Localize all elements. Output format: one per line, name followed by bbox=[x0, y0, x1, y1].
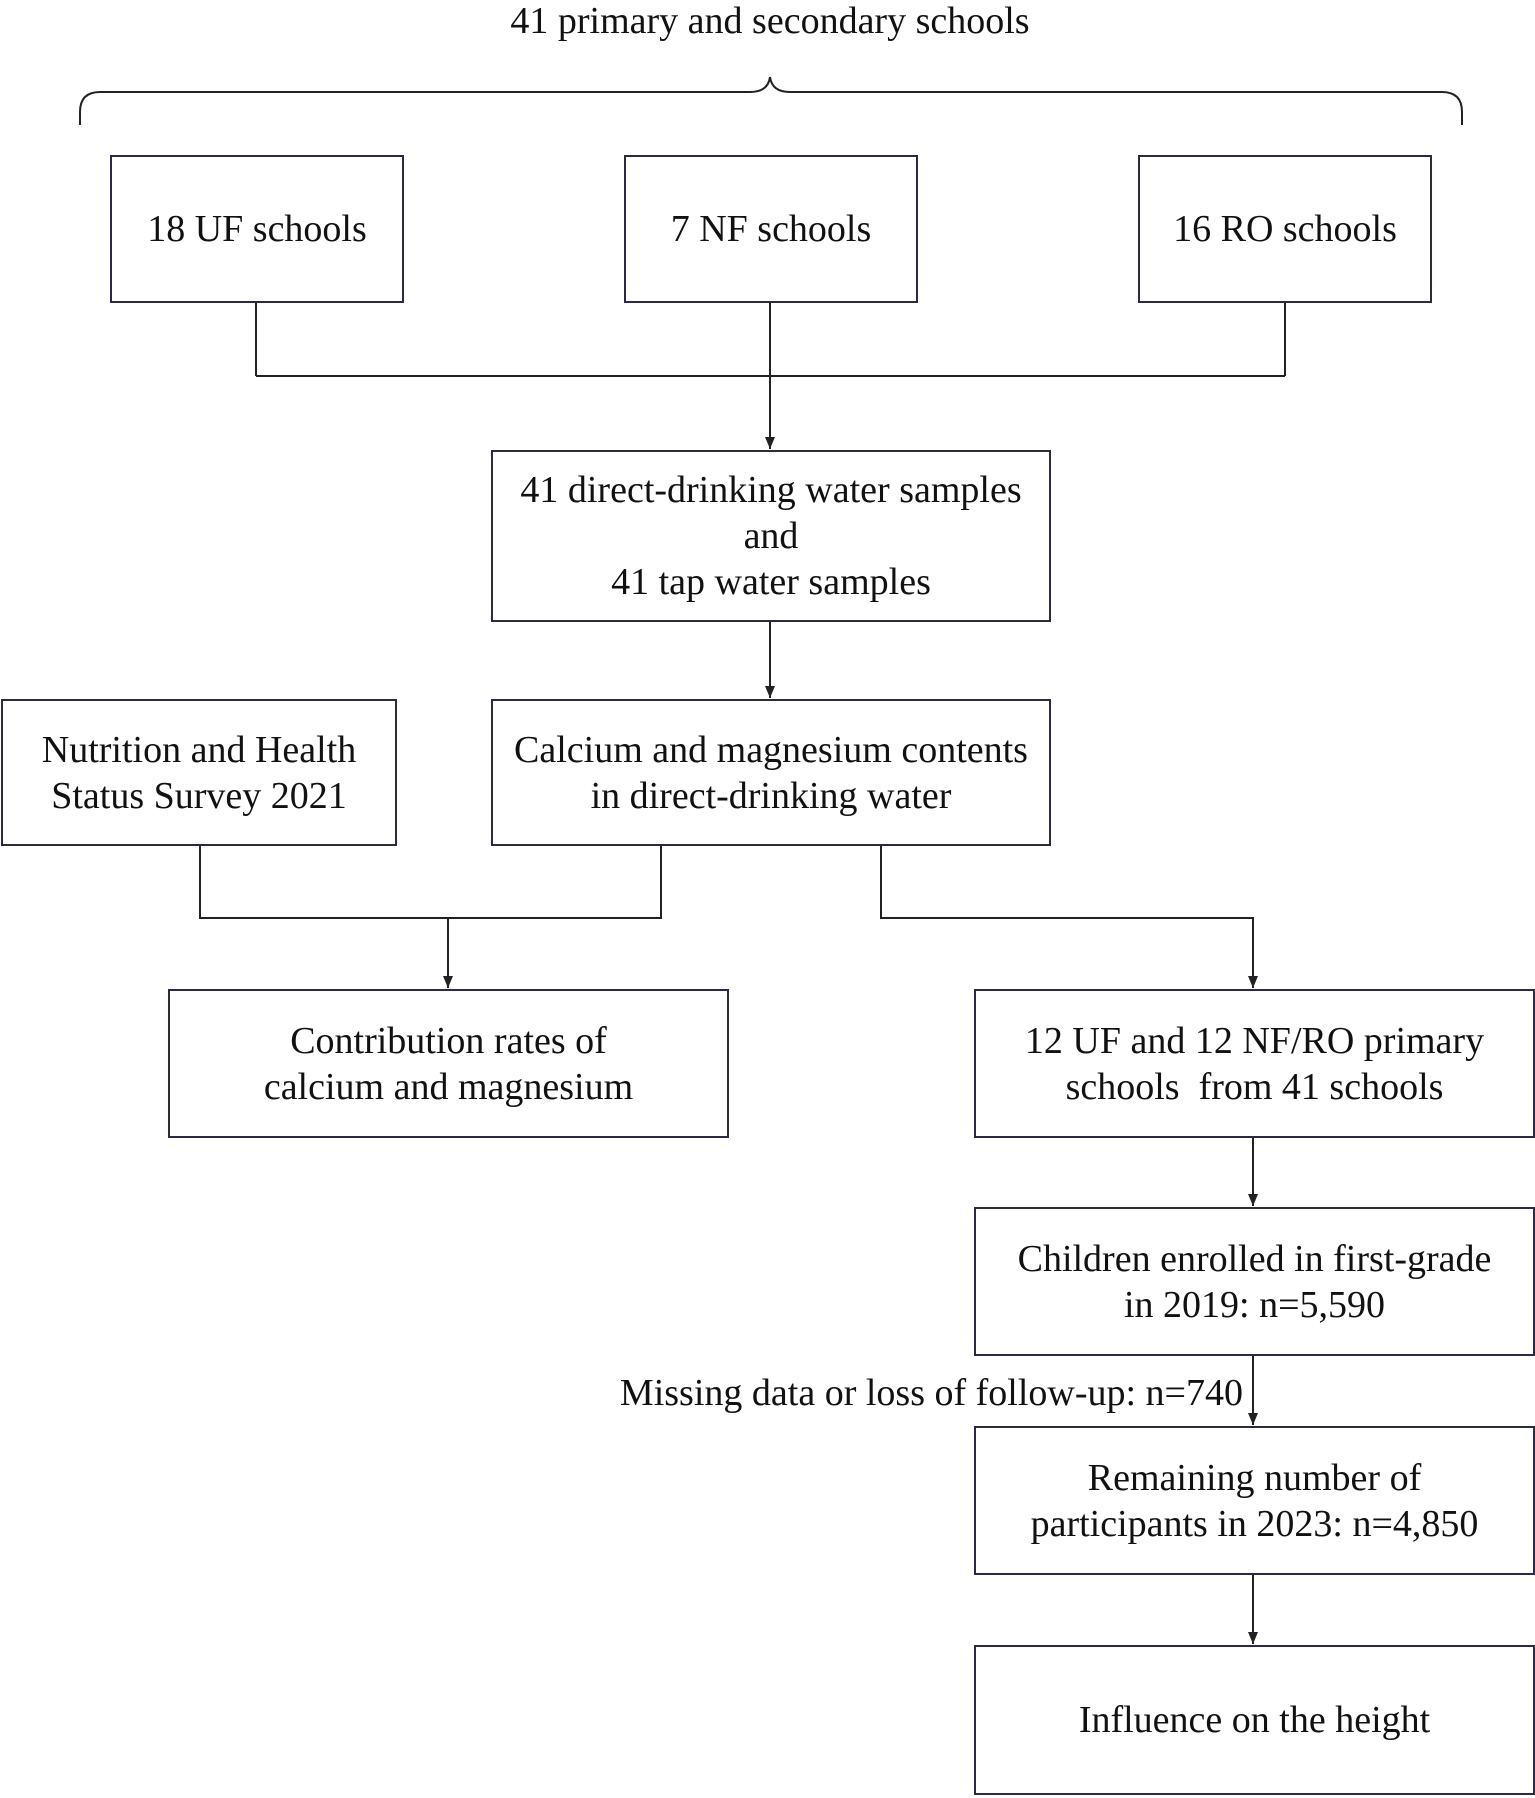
remaining-participants-box: Remaining number of participants in 2023… bbox=[974, 1426, 1535, 1575]
contents-line-1: Calcium and magnesium contents bbox=[514, 728, 1028, 771]
nf-schools-label: 7 NF schools bbox=[670, 208, 872, 250]
survey-to-contribution-line bbox=[199, 846, 662, 919]
contents-to-schools-arrow bbox=[880, 846, 1258, 988]
enrolled-line-2: in 2019: n=5,590 bbox=[1123, 1283, 1386, 1326]
contents-line-2: in direct-drinking water bbox=[590, 774, 952, 817]
selected-schools-line-1: 12 UF and 12 NF/RO primary bbox=[1024, 1019, 1485, 1062]
survey-line-1: Nutrition and Health bbox=[41, 728, 357, 771]
remaining-line-2: participants in 2023: n=4,850 bbox=[1030, 1502, 1479, 1545]
survey-line-2: Status Survey 2021 bbox=[51, 774, 347, 817]
selected-schools-line-2: schools from 41 schools bbox=[1065, 1065, 1444, 1108]
selected-schools-box: 12 UF and 12 NF/RO primary schools from … bbox=[974, 989, 1535, 1138]
enrolled-children-box: Children enrolled in first-grade in 2019… bbox=[974, 1207, 1535, 1356]
school-merge-connector bbox=[255, 303, 1286, 449]
water-samples-box: 41 direct-drinking water samples and 41 … bbox=[491, 450, 1051, 622]
uf-schools-label: 18 UF schools bbox=[147, 208, 367, 250]
remaining-line-1: Remaining number of bbox=[1087, 1456, 1422, 1499]
exclusion-note: Missing data or loss of follow-up: n=740 bbox=[619, 1372, 1243, 1414]
samples-line-3: 41 tap water samples bbox=[611, 561, 931, 603]
contribution-line-1: Contribution rates of bbox=[290, 1019, 607, 1062]
ro-schools-label: 16 RO schools bbox=[1173, 208, 1397, 250]
diagram-title: 41 primary and secondary schools bbox=[510, 0, 1030, 42]
uf-schools-box: 18 UF schools bbox=[110, 155, 404, 303]
nf-schools-box: 7 NF schools bbox=[624, 155, 918, 303]
survey-box: Nutrition and Health Status Survey 2021 bbox=[1, 699, 397, 846]
enrolled-line-1: Children enrolled in first-grade bbox=[1017, 1237, 1492, 1280]
samples-line-2: and bbox=[743, 515, 799, 557]
samples-line-1: 41 direct-drinking water samples bbox=[520, 469, 1022, 511]
contribution-rates-box: Contribution rates of calcium and magnes… bbox=[168, 989, 729, 1138]
contribution-line-2: calcium and magnesium bbox=[263, 1065, 634, 1108]
outcome-label: Influence on the height bbox=[1078, 1699, 1431, 1741]
mineral-contents-box: Calcium and magnesium contents in direct… bbox=[491, 699, 1051, 846]
height-outcome-box: Influence on the height bbox=[974, 1645, 1535, 1795]
ro-schools-box: 16 RO schools bbox=[1138, 155, 1432, 303]
top-brace bbox=[79, 76, 1463, 125]
